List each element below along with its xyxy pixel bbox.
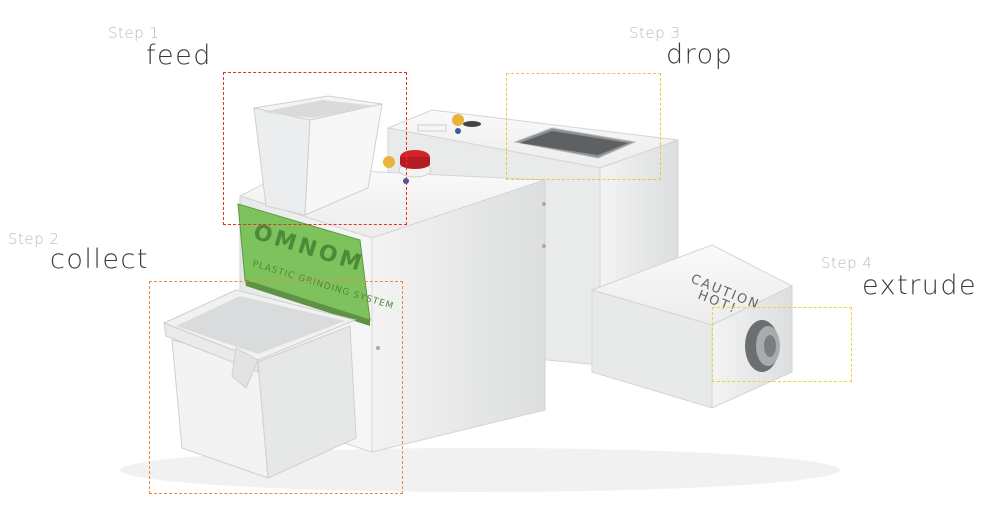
drop-callout-box: [506, 73, 661, 180]
feed-hopper: [253, 95, 383, 216]
rear-knob-icon: [452, 114, 464, 126]
feed-label: feed: [146, 40, 212, 71]
step-2-label: Step 2: [8, 230, 60, 248]
feed-callout-box: [223, 72, 407, 225]
collect-label: collect: [50, 244, 149, 275]
step-1-label: Step 1: [108, 24, 160, 42]
collect-callout-box: [149, 281, 403, 494]
drop-label: drop: [666, 39, 734, 70]
collect-bin: [162, 289, 357, 479]
extrude-label: extrude: [862, 270, 978, 301]
extruder-box: CAUTION HOT!: [590, 244, 794, 409]
step-3-label: Step 3: [629, 24, 681, 42]
extrude-callout-box: [712, 307, 852, 382]
step-4-label: Step 4: [821, 254, 873, 272]
brand-panel: OMNOM PLASTIC GRINDING SYSTEM: [237, 203, 395, 326]
front-knob-icon: [383, 156, 395, 168]
